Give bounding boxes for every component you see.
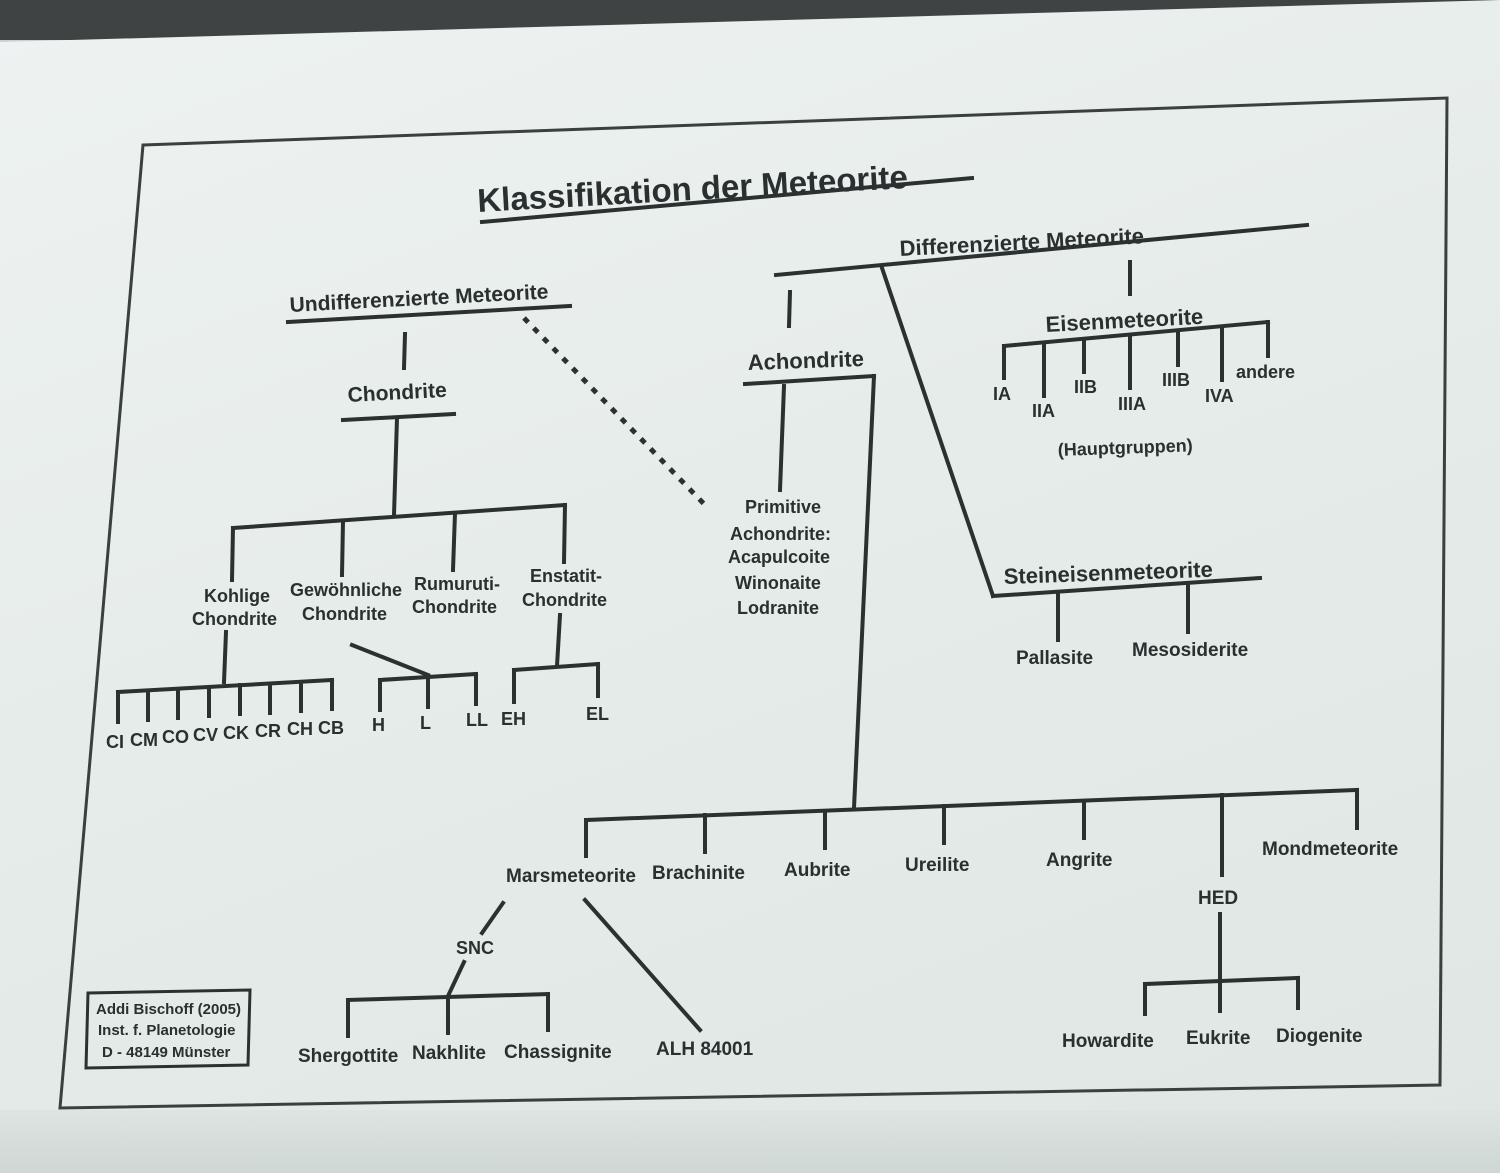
- eukrite-label: Eukrite: [1186, 1028, 1250, 1049]
- angrite-label: Angrite: [1046, 850, 1113, 871]
- primitive-stem: [777, 383, 787, 493]
- steineisen-diagonal: [879, 265, 996, 599]
- gewoehn-label-2: Chondrite: [302, 604, 387, 624]
- iron-iiia: IIIA: [1118, 394, 1146, 414]
- iron-iva: IVA: [1205, 386, 1234, 406]
- primitive-line-1: Primitive: [745, 497, 821, 517]
- iron-iiib: IIIB: [1162, 370, 1190, 390]
- slide-frame: [58, 96, 1449, 1110]
- group-cm: CM: [130, 730, 158, 750]
- steineisen-bar: [990, 575, 1263, 599]
- enstatit-label-2: Chondrite: [522, 590, 607, 610]
- primitive-line-5: Lodranite: [737, 598, 819, 618]
- snc-connector: [479, 900, 506, 936]
- group-ci: CI: [106, 732, 124, 752]
- chassignite-label: Chassignite: [504, 1042, 612, 1063]
- iron-andere: andere: [1236, 362, 1295, 382]
- howardite-label: Howardite: [1062, 1031, 1154, 1052]
- marsmeteorite-label: Marsmeteorite: [506, 866, 636, 887]
- gewoehn-label-1: Gewöhnliche: [290, 580, 402, 600]
- primitive-line-4: Winonaite: [735, 573, 821, 593]
- mesosiderite-label: Mesosiderite: [1132, 640, 1248, 661]
- group-ll: LL: [466, 710, 488, 730]
- credit-line-2: Inst. f. Planetologie: [98, 1022, 236, 1039]
- group-ck: CK: [223, 723, 249, 743]
- pallasite-label: Pallasite: [1016, 648, 1093, 669]
- iron-ia: IA: [993, 384, 1011, 404]
- credit-line-1: Addi Bischoff (2005): [96, 1001, 241, 1018]
- credit-line-3: D - 48149 Münster: [102, 1044, 231, 1061]
- achondrite-underline: [742, 373, 877, 387]
- undiff-connector: [401, 331, 408, 371]
- group-l: L: [420, 713, 431, 733]
- undiff-label: Undifferenzierte Meteorite: [289, 280, 549, 317]
- undiff-underline: [285, 303, 573, 325]
- group-eh: EH: [501, 709, 526, 729]
- achondrite-label: Achondrite: [747, 346, 864, 375]
- nakhlite-label: Nakhlite: [412, 1043, 486, 1064]
- iron-iia: IIA: [1032, 401, 1055, 421]
- shergottite-label: Shergottite: [298, 1046, 398, 1067]
- mondmeteorite-label: Mondmeteorite: [1262, 839, 1398, 860]
- rumuruti-label-1: Rumuruti-: [414, 574, 500, 594]
- diff-bar: [773, 222, 1310, 278]
- diogenite-label: Diogenite: [1276, 1026, 1363, 1047]
- achondrite-main-stem: [851, 373, 877, 811]
- ureilite-label: Ureilite: [905, 855, 969, 876]
- chondrite-label: Chondrite: [347, 379, 447, 407]
- group-cv: CV: [193, 725, 218, 745]
- primitive-line-2: Achondrite:: [730, 524, 831, 544]
- hauptgruppen-label: (Hauptgruppen): [1057, 435, 1193, 460]
- chondrite-bar: [230, 502, 568, 531]
- group-co: CO: [162, 727, 189, 747]
- credit-box: [84, 988, 252, 1070]
- title-underline: [479, 175, 975, 225]
- brachinite-label: Brachinite: [652, 863, 745, 884]
- snc-label: SNC: [456, 938, 494, 958]
- aubrite-label: Aubrite: [784, 860, 851, 881]
- group-h: H: [372, 715, 385, 735]
- enstatit-label-1: Enstatit-: [530, 566, 602, 586]
- chondrite-stem: [391, 415, 400, 518]
- group-cr: CR: [255, 721, 281, 741]
- iron-iib: IIB: [1074, 377, 1097, 397]
- kohlige-label-2: Chondrite: [192, 609, 277, 629]
- enstatite-bar: [511, 661, 601, 673]
- primitive-line-3: Acapulcoite: [728, 547, 830, 567]
- kohlige-label-1: Kohlige: [204, 586, 270, 606]
- dotted-link: [522, 316, 707, 507]
- alh-label: ALH 84001: [656, 1039, 754, 1060]
- screen-bottom-shade: [0, 1110, 1500, 1173]
- group-el: EL: [586, 704, 609, 724]
- hed-label: HED: [1198, 888, 1238, 909]
- rumuruti-label-2: Chondrite: [412, 597, 497, 617]
- carbonaceous-bar: [115, 677, 335, 695]
- alh-connector: [582, 897, 703, 1033]
- achondrite-groups-bar: [583, 787, 1360, 823]
- ordinary-connector: [349, 642, 431, 678]
- group-ch: CH: [287, 719, 313, 739]
- group-cb: CB: [318, 718, 344, 738]
